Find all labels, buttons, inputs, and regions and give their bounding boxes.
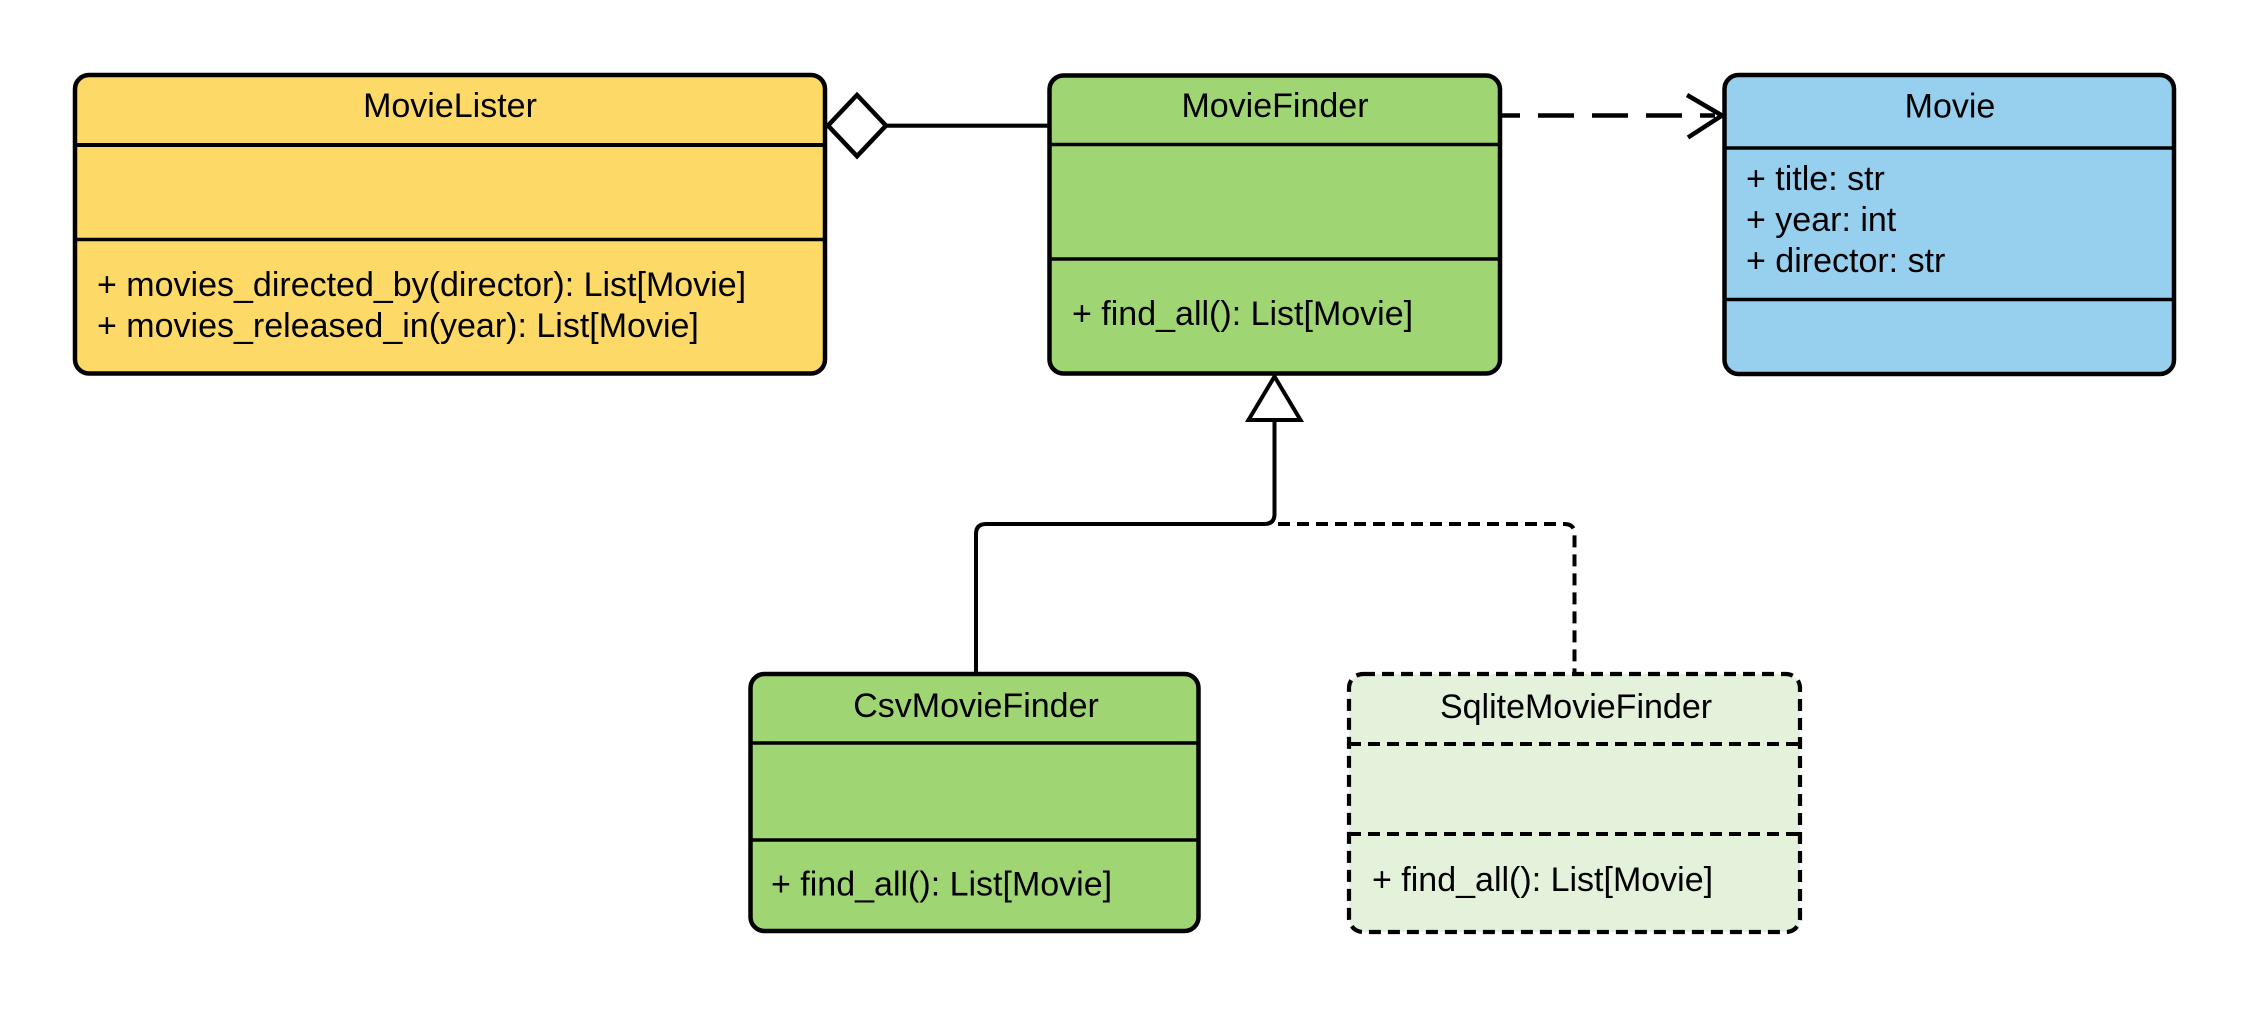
svg-text:+ director: str: + director: str (1746, 242, 1945, 280)
svg-text:+ find_all(): List[Movie]: + find_all(): List[Movie] (771, 866, 1112, 904)
svg-text:Movie: Movie (1905, 88, 1996, 126)
svg-text:MovieFinder: MovieFinder (1181, 87, 1368, 125)
svg-text:+ find_all(): List[Movie]: + find_all(): List[Movie] (1372, 861, 1713, 899)
svg-text:MovieLister: MovieLister (363, 87, 537, 125)
svg-text:+ movies_released_in(year): Li: + movies_released_in(year): List[Movie] (97, 307, 699, 345)
svg-text:CsvMovieFinder: CsvMovieFinder (853, 687, 1099, 725)
svg-text:+ year: int: + year: int (1746, 201, 1897, 239)
svg-text:+ find_all(): List[Movie]: + find_all(): List[Movie] (1072, 295, 1413, 333)
svg-text:+ movies_directed_by(director): + movies_directed_by(director): List[Mov… (97, 266, 746, 304)
svg-text:+ title: str: + title: str (1746, 160, 1885, 198)
svg-text:SqliteMovieFinder: SqliteMovieFinder (1440, 688, 1712, 726)
